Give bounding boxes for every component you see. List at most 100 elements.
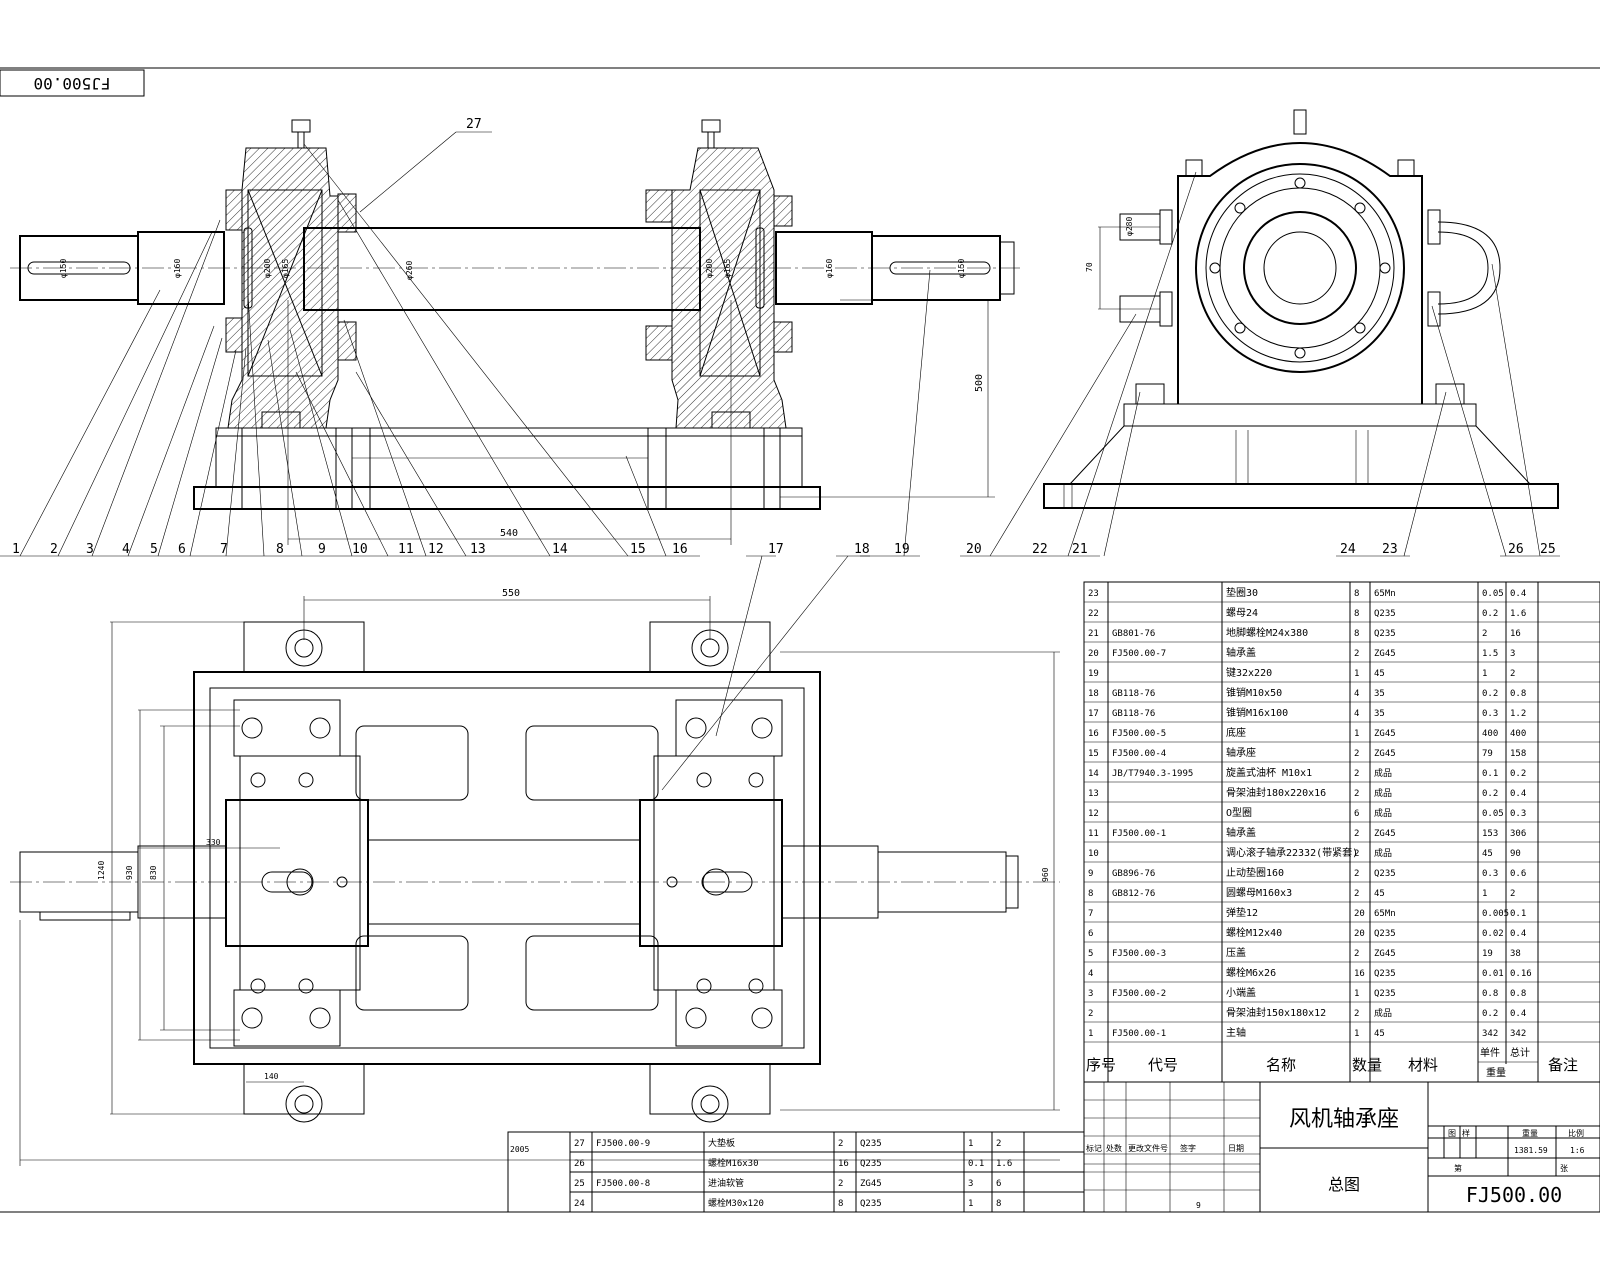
bom-cell-unit: 400 [1482,729,1498,739]
bom-cell-material: 成品 [1374,1007,1392,1019]
lower-cell-seq: 27 [574,1139,585,1149]
drawing-title: 风机轴承座 [1289,1107,1399,1132]
balloon-2: 2 [50,542,58,557]
bom-cell-code: GB812-76 [1112,889,1155,899]
drawing-code-rotated: FJ500.00 [33,74,110,93]
bom-cell-total: 1.2 [1510,709,1526,719]
dim-dia-9: φ165 [723,259,732,278]
balloon-7: 7 [220,542,228,557]
leaders-front [0,131,931,557]
bom-cell-total: 3 [1510,649,1515,659]
bom-cell-seq: 6 [1088,929,1093,939]
bom-cell-seq: 21 [1088,629,1099,639]
bom-cell-unit: 0.8 [1482,989,1498,999]
dim-dia-6: φ200 [263,259,272,278]
bom-cell-unit: 0.05 [1482,809,1504,819]
balloon-4: 4 [122,542,130,557]
bom-cell-name: 压盖 [1226,946,1246,959]
bom-cell-unit: 0.1 [1482,769,1498,779]
lower-cell-qty: 2 [838,1179,843,1189]
bom-cell-name: 骨架油封180x220x16 [1226,786,1326,799]
bom-cell-name: 调心滚子轴承22332(带紧套) [1226,846,1358,859]
bom-cell-name: 轴承盖 [1226,646,1256,659]
bom-cell-name: O型圈 [1226,806,1252,819]
bom-cell-qty: 8 [1354,629,1359,639]
bom-cell-material: Q235 [1374,629,1396,639]
sheet-of-left: 第 [1454,1163,1462,1173]
balloon-9: 9 [318,542,326,557]
bom-cell-unit: 0.2 [1482,789,1498,799]
dim-front-span: 540 [500,528,518,539]
bom-cell-material: Q235 [1374,869,1396,879]
bom-cell-material: ZG45 [1374,649,1396,659]
rev-cell-5: 日期 [1228,1144,1244,1153]
lower-cell-total: 6 [996,1179,1001,1189]
dim-dia-7: φ165 [281,259,290,278]
balloon-labels-side: 20 22 21 24 23 26 25 [966,542,1556,557]
bom-cell-qty: 2 [1354,829,1359,839]
bom-cell-material: Q235 [1374,609,1396,619]
bom-cell-name: 轴承盖 [1226,826,1256,839]
bom-cell-code: GB801-76 [1112,629,1155,639]
scale-value: 1:6 [1570,1146,1585,1155]
bom-cell-qty: 4 [1354,709,1359,719]
lower-cell-unit: 1 [968,1139,973,1149]
bom-cell-seq: 11 [1088,829,1099,839]
bom-cell-total: 342 [1510,1029,1526,1039]
lower-cell-unit: 1 [968,1199,973,1209]
lower-cell-total: 2 [996,1139,1001,1149]
bom-cell-seq: 4 [1088,969,1093,979]
bom-cell-unit: 342 [1482,1029,1498,1039]
bom-cell-total: 0.8 [1510,989,1526,999]
block-head-5: 重量 [1522,1128,1538,1138]
balloon-6: 6 [178,542,186,557]
bom-cell-qty: 2 [1354,889,1359,899]
bom-cell-total: 0.4 [1510,789,1526,799]
balloon-5: 5 [150,542,158,557]
sheet-number: 9 [1196,1201,1201,1210]
balloon-25: 25 [1540,542,1556,557]
bom-cell-total: 2 [1510,669,1515,679]
bom-header-code: 代号 [1148,1056,1178,1074]
dim-dia-3: φ260 [405,261,414,280]
bom-cell-name: 螺母24 [1226,607,1258,619]
bom-cell-total: 0.6 [1510,869,1526,879]
dim-plan-inner: 830 [149,865,158,880]
balloon-14: 14 [552,542,568,557]
bom-cell-seq: 2 [1088,1009,1093,1019]
balloon-3: 3 [86,542,94,557]
bom-cell-unit: 1 [1482,669,1487,679]
bom-cell-qty: 8 [1354,589,1359,599]
bom-cell-total: 0.4 [1510,1009,1526,1019]
bom-cell-seq: 12 [1088,809,1099,819]
leaders-side [960,171,1560,557]
bom-cell-seq: 10 [1088,849,1099,859]
bom-cell-seq: 15 [1088,749,1099,759]
bom-cell-qty: 16 [1354,969,1365,979]
bom-cell-qty: 2 [1354,1009,1359,1019]
bom-cell-material: Q235 [1374,969,1396,979]
bom-cell-unit: 79 [1482,749,1493,759]
bom-cell-material: 成品 [1374,847,1392,859]
bom-cell-code: GB118-76 [1112,709,1155,719]
balloon-12: 12 [428,542,444,557]
bom-cell-seq: 16 [1088,729,1099,739]
balloon-11: 11 [398,542,414,557]
bom-cell-qty: 20 [1354,909,1365,919]
bom-cell-material: Q235 [1374,989,1396,999]
bom-cell-unit: 0.3 [1482,869,1498,879]
bom-cell-name: 弹垫12 [1226,906,1258,919]
balloon-13: 13 [470,542,486,557]
